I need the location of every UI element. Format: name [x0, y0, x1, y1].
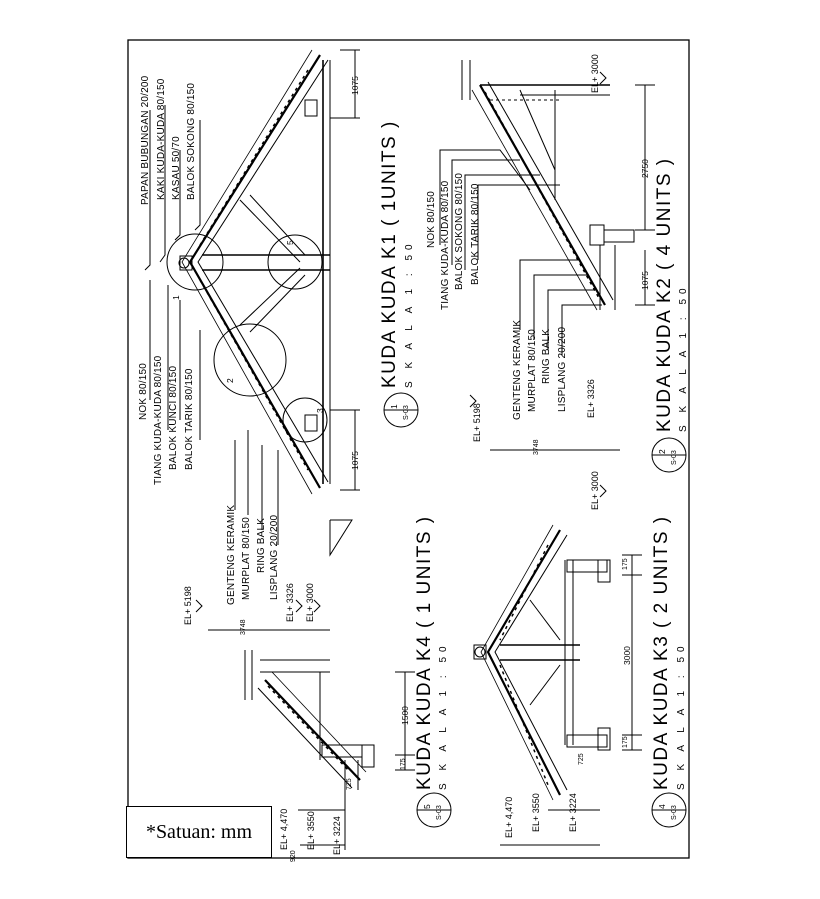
- truss-k2: [439, 60, 687, 498]
- k1-elevation-3326: EL+ 3326: [285, 583, 295, 622]
- k4-elevation-3224: EL+ 3224: [332, 816, 342, 855]
- k2-elevation-3326: EL+ 3326: [586, 379, 596, 418]
- units-note: *Satuan: mm: [126, 806, 272, 858]
- k3-dim-175-bottom: 175: [622, 736, 629, 748]
- k1-elevation-5198: EL+ 5198: [183, 586, 193, 625]
- k2-label-balok-sokong: BALOK SOKONG 80/150: [454, 172, 465, 290]
- k4-scale: S K A L A 1 : 50: [438, 641, 449, 790]
- k3-dim-175-top: 175: [622, 558, 629, 570]
- k1-dim-span: 3748: [240, 619, 247, 635]
- k1-label-balok-kunci: BALOK KUNCI 80/150: [168, 365, 179, 470]
- k1-title-sheet: S-03: [403, 405, 410, 420]
- k2-label-lisplang: LISPLANG 20/200: [557, 326, 568, 412]
- k4-elevation-4470: EL+ 4,470: [279, 808, 289, 850]
- k1-label-nok: NOK 80/150: [138, 362, 149, 420]
- k3-title-number: 4: [657, 804, 667, 809]
- k4-dim-175: 175: [400, 758, 407, 770]
- k1-title-number: 1: [389, 404, 399, 409]
- k3-scale: S K A L A 1 : 50: [676, 641, 687, 790]
- k1-dim-top: 1075: [350, 76, 360, 95]
- k1-label-kaki: KAKI KUDA-KUDA 80/150: [156, 78, 167, 200]
- k1-label-tiang: TIANG KUDA-KUDA 80/150: [153, 355, 164, 485]
- k2-label-murplat: MURPLAT 80/150: [527, 328, 538, 412]
- truss-k1: [144, 49, 419, 631]
- k1-detail-2: 2: [225, 378, 235, 383]
- k1-dim-bottom: 1075: [350, 451, 360, 470]
- k2-label-genteng: GENTENG KERAMIK: [512, 319, 523, 420]
- k4-dim-725: 725: [346, 778, 353, 790]
- k1-detail-3: 3: [315, 408, 325, 413]
- k2-elevation-3000-top: EL+ 3000: [590, 54, 600, 93]
- k1-label-murplat: MURPLAT 80/150: [241, 516, 252, 600]
- k1-scale: S K A L A 1 : 50: [404, 239, 415, 388]
- k2-scale: S K A L A 1 : 50: [678, 283, 689, 432]
- k2-label-ring-balk: RING BALK: [541, 328, 552, 384]
- k1-detail-5: 5: [285, 240, 295, 245]
- units-note-text: *Satuan: mm: [145, 820, 253, 843]
- k2-elevation-3000-bottom: EL+ 3000: [590, 471, 600, 510]
- k3-title: KUDA KUDA K3 ( 2 UNITS ): [651, 515, 672, 790]
- k2-label-tiang: TIANG KUDA-KUDA 80/150: [440, 180, 451, 310]
- k2-dim-span: 3748: [533, 439, 540, 455]
- k3-title-sheet: S-03: [671, 805, 678, 820]
- k1-label-balok-tarik: BALOK TARIK 80/150: [184, 368, 195, 470]
- k4-dim-920: 920: [290, 850, 297, 862]
- k2-title: KUDA KUDA K2 ( 4 UNITS ): [654, 157, 675, 432]
- truss-k3: [473, 524, 687, 846]
- k3-elevation-4470: EL+ 4,470: [504, 796, 514, 838]
- k1-label-lisplang: LISPLANG 20/200: [269, 514, 280, 600]
- k2-elevation-5198: EL+ 5198: [472, 403, 482, 442]
- k3-dim-3000: 3000: [622, 646, 632, 665]
- k4-dim-1500: 1500: [400, 706, 410, 725]
- k1-title: KUDA KUDA K1 ( 1UNITS ): [379, 120, 400, 388]
- k2-label-balok-tarik: BALOK TARIK 80/150: [470, 183, 481, 285]
- k2-title-sheet: S-03: [671, 450, 678, 465]
- k3-dim-725: 725: [578, 753, 585, 765]
- k3-elevation-3550: EL+ 3550: [531, 793, 541, 832]
- k2-dim-1075: 1075: [640, 271, 650, 290]
- k1-label-ring-balk: RING BALK: [256, 517, 267, 573]
- k3-elevation-3224: EL+ 3224: [568, 793, 578, 832]
- k4-title-sheet: S-03: [436, 805, 443, 820]
- k1-detail-1: 1: [171, 295, 181, 300]
- k2-title-number: 2: [657, 449, 667, 454]
- k4-title-number: 5: [422, 804, 432, 809]
- k1-label-balok-sokong: BALOK SOKONG 80/150: [186, 82, 197, 200]
- k1-label-genteng: GENTENG KERAMIK: [226, 504, 237, 605]
- k2-label-nok: NOK 80/150: [426, 190, 437, 248]
- truss-k4: [244, 650, 452, 850]
- k1-label-kasau: KASAU 50/70: [171, 136, 182, 200]
- k2-dim-2750: 2750: [640, 159, 650, 178]
- k1-elevation-3000: EL+ 3000: [305, 583, 315, 622]
- k4-title: KUDA KUDA K4 ( 1 UNITS ): [414, 515, 435, 790]
- k1-label-papan: PAPAN BUBUNGAN 20/200: [140, 75, 151, 205]
- k4-elevation-3550: EL+ 3550: [306, 811, 316, 850]
